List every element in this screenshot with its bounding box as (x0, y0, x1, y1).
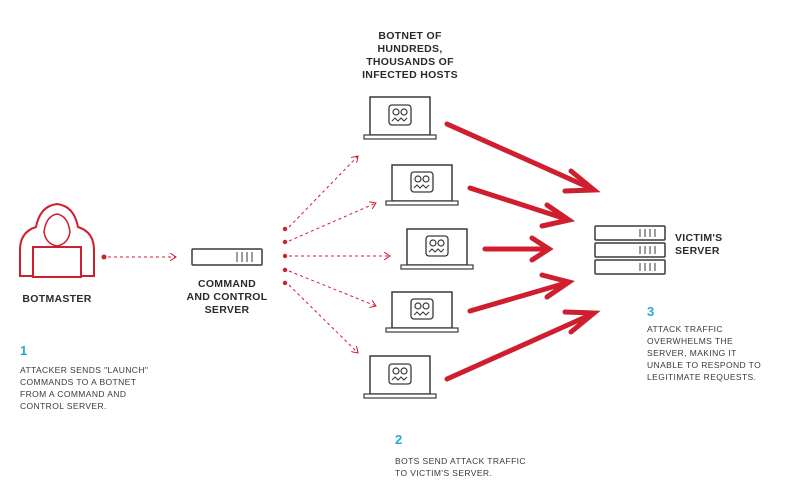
attack-arrow (482, 235, 554, 263)
attack-arrow (467, 272, 575, 314)
command-link (101, 255, 177, 260)
infected-laptop-icon (385, 291, 459, 333)
cnc-label: COMMAND AND CONTROL SERVER (186, 278, 268, 316)
step-2-description: BOTS SEND ATTACK TRAFFIC TO VICTIM'S SER… (395, 456, 526, 478)
victim-label: VICTIM'S SERVER (675, 232, 723, 257)
infected-laptop-icon (400, 228, 474, 270)
step-1-number: 1 (20, 343, 28, 358)
server-icon (191, 248, 263, 266)
infected-laptop-icon (363, 96, 437, 140)
attack-arrow (467, 185, 576, 229)
attack-traffic-arrows (444, 121, 601, 382)
botnet-label: BOTNET OF HUNDREDS, THOUSANDS OF INFECTE… (362, 30, 458, 81)
step-3-description: ATTACK TRAFFIC OVERWHELMS THE SERVER, MA… (647, 324, 762, 382)
infected-laptop-icon (363, 355, 437, 399)
attack-arrow (444, 309, 601, 382)
attack-arrow (444, 121, 601, 194)
server-stack-icon (594, 225, 666, 275)
step-3-number: 3 (647, 304, 655, 319)
infected-laptop-icon (385, 164, 459, 206)
step-2-number: 2 (395, 432, 403, 447)
step-1-description: ATTACKER SENDS "LAUNCH" COMMANDS TO A BO… (20, 365, 149, 411)
hooded-hacker-icon (19, 202, 95, 278)
botmaster-label: BOTMASTER (22, 293, 92, 305)
botnet-command-links (282, 156, 390, 353)
